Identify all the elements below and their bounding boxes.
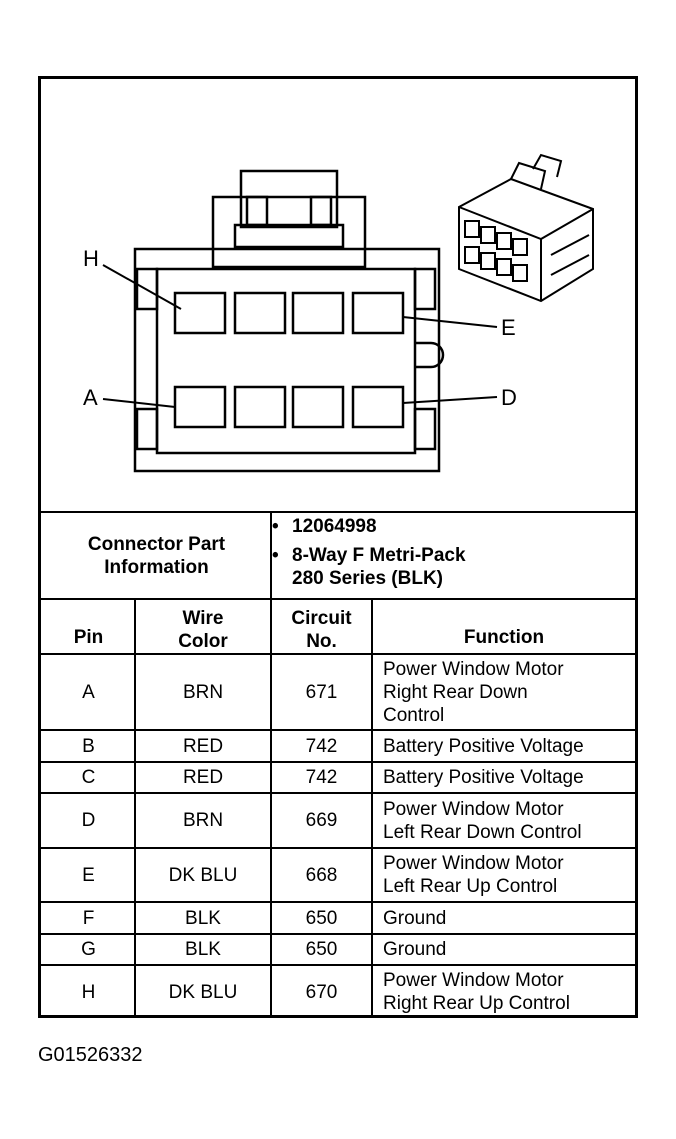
- header-circuit-no: Circuit No.: [291, 608, 352, 652]
- pin-label-a: A: [83, 385, 98, 410]
- cavity-e: [351, 291, 405, 335]
- table-top-border: [41, 511, 635, 513]
- pin-cell: A: [82, 681, 95, 703]
- function-cell: Power Window Motor Left Rear Down Contro…: [383, 798, 582, 843]
- connector-iso-view: [458, 153, 594, 303]
- description-line: • 8-Way F Metri-Pack: [272, 544, 632, 567]
- col-divider-3: [371, 599, 373, 1018]
- col-divider-2: [270, 599, 272, 1018]
- wire-color-cell: BRN: [182, 810, 224, 831]
- description-line-1: 8-Way F Metri-Pack: [292, 545, 466, 566]
- circuit-cell: 671: [305, 681, 338, 703]
- pin-label-h: H: [83, 246, 99, 271]
- circuit-cell: 650: [305, 907, 338, 929]
- description-line-2: 280 Series (BLK): [292, 568, 444, 589]
- function-cell: Power Window Motor Left Rear Up Control: [383, 853, 564, 897]
- pin-cell: G: [81, 939, 96, 960]
- function-cell: Ground: [383, 907, 447, 929]
- col-divider-1: [134, 599, 136, 1018]
- cavity-d: [351, 385, 405, 429]
- pin-cavities: [173, 291, 405, 429]
- circuit-cell: 742: [305, 735, 338, 757]
- connector-diagram: H E A D: [83, 153, 594, 473]
- pin-cell: B: [82, 735, 95, 757]
- pin-cell: E: [82, 864, 95, 886]
- pin-cell: H: [81, 981, 96, 1003]
- bullet-icon: •: [272, 545, 279, 566]
- connector-lock-tab: [211, 169, 367, 269]
- wire-color-cell: RED: [182, 767, 224, 788]
- part-number: 12064998: [292, 516, 377, 537]
- header-bottom-border: [41, 653, 635, 655]
- part-number-line: • 12064998: [272, 515, 632, 538]
- circuit-cell: 669: [305, 810, 338, 831]
- connector-part-info-header: Connector Part Information: [87, 533, 226, 578]
- pin-label-d: D: [501, 385, 517, 410]
- cavity-a: [173, 385, 227, 429]
- circuit-cell: 668: [305, 864, 338, 886]
- pin-cell: D: [81, 810, 96, 831]
- function-cell: Battery Positive Voltage: [383, 767, 584, 788]
- header-wire-color: Wire Color: [178, 608, 228, 652]
- header-pin: Pin: [73, 627, 104, 648]
- wire-color-cell: BRN: [182, 681, 224, 703]
- header-function: Function: [463, 627, 545, 648]
- circuit-cell: 650: [305, 939, 338, 960]
- wire-color-cell: BLK: [185, 907, 221, 929]
- header-top-border: [41, 598, 635, 600]
- circuit-cell: 670: [305, 981, 338, 1003]
- function-cell: Power Window Motor Right Rear Up Control: [383, 970, 570, 1014]
- wire-color-cell: BLK: [185, 939, 221, 960]
- connector-body: [133, 247, 445, 473]
- connector-part-details: • 12064998 • 8-Way F Metri-Pack 280 Series…: [272, 515, 632, 590]
- pin-leader-lines: [102, 264, 498, 408]
- wire-color-cell: DK BLU: [168, 864, 238, 886]
- circuit-cell: 742: [305, 767, 338, 788]
- connector-info-frame: H E A D Connector Part Information • 1206…: [38, 76, 638, 1018]
- figure-id: G01526332: [38, 1044, 143, 1066]
- wire-color-cell: RED: [182, 735, 224, 757]
- pin-cell: C: [81, 767, 96, 788]
- function-cell: Battery Positive Voltage: [383, 735, 584, 757]
- cavity-h: [173, 291, 227, 335]
- pin-label-e: E: [501, 315, 516, 340]
- bullet-icon: •: [272, 516, 279, 537]
- info-divider: [270, 511, 272, 599]
- pin-cell: F: [82, 907, 95, 929]
- wire-color-cell: DK BLU: [168, 981, 238, 1003]
- function-cell: Ground: [383, 939, 447, 960]
- function-cell: Power Window Motor Right Rear Down Contr…: [383, 658, 564, 726]
